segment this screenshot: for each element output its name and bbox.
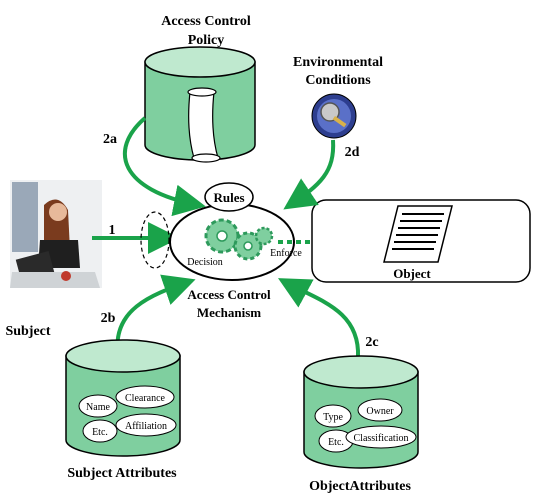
enforce-label: Enforce — [270, 248, 302, 259]
object-attribute-classification: Classification — [345, 425, 417, 449]
subject-illustration — [10, 180, 102, 288]
flow-2c-label: 2c — [365, 335, 378, 350]
flow-2d-arrow — [283, 139, 336, 210]
flow-1-label: 1 — [109, 223, 116, 238]
object-attribute-etc: Etc. — [318, 429, 354, 453]
flow-2d-label: 2d — [345, 145, 360, 160]
svg-text:Clearance: Clearance — [125, 393, 166, 404]
document-icon — [383, 205, 453, 263]
gears-icon — [204, 218, 274, 261]
policy-title-line2: Policy — [188, 33, 225, 48]
object-attribute-type: Type — [314, 404, 352, 428]
subject-label: Subject — [5, 324, 50, 339]
object-attributes-title: ObjectAttributes — [309, 479, 411, 494]
policy-title-line1: Access Control — [161, 14, 251, 29]
policy-cylinder — [144, 46, 256, 163]
subject-attribute-etc: Etc. — [82, 419, 118, 443]
environment-icon — [311, 93, 357, 139]
rules-label: Rules — [213, 190, 244, 205]
subject-attribute-name: Name — [78, 394, 118, 418]
subject-attribute-affiliation: Affiliation — [115, 413, 177, 437]
request-dashed-ellipse — [140, 211, 170, 269]
subject-attribute-clearance: Clearance — [115, 385, 175, 409]
environment-title-line1: Environmental — [293, 55, 383, 70]
scroll-icon — [187, 87, 221, 163]
flow-2c-arrow — [277, 278, 361, 358]
svg-text:Classification: Classification — [354, 433, 409, 444]
subject-attributes-title: Subject Attributes — [67, 466, 177, 481]
flow-2a-label: 2a — [103, 132, 117, 147]
flow-2b-label: 2b — [101, 311, 116, 326]
environment-title-line2: Conditions — [305, 73, 371, 88]
svg-text:Name: Name — [86, 402, 110, 413]
mechanism-title-line1: Access Control — [187, 287, 271, 302]
object-attribute-owner: Owner — [357, 398, 403, 422]
svg-text:Affiliation: Affiliation — [125, 421, 167, 432]
object-label: Object — [393, 266, 431, 281]
svg-text:Etc.: Etc. — [92, 427, 108, 438]
mechanism-title-line2: Mechanism — [197, 305, 261, 320]
decision-label: Decision — [187, 257, 223, 268]
svg-text:Type: Type — [323, 412, 343, 423]
svg-text:Etc.: Etc. — [328, 437, 344, 448]
svg-text:Owner: Owner — [366, 406, 394, 417]
flow-2a-arrow — [122, 116, 206, 217]
